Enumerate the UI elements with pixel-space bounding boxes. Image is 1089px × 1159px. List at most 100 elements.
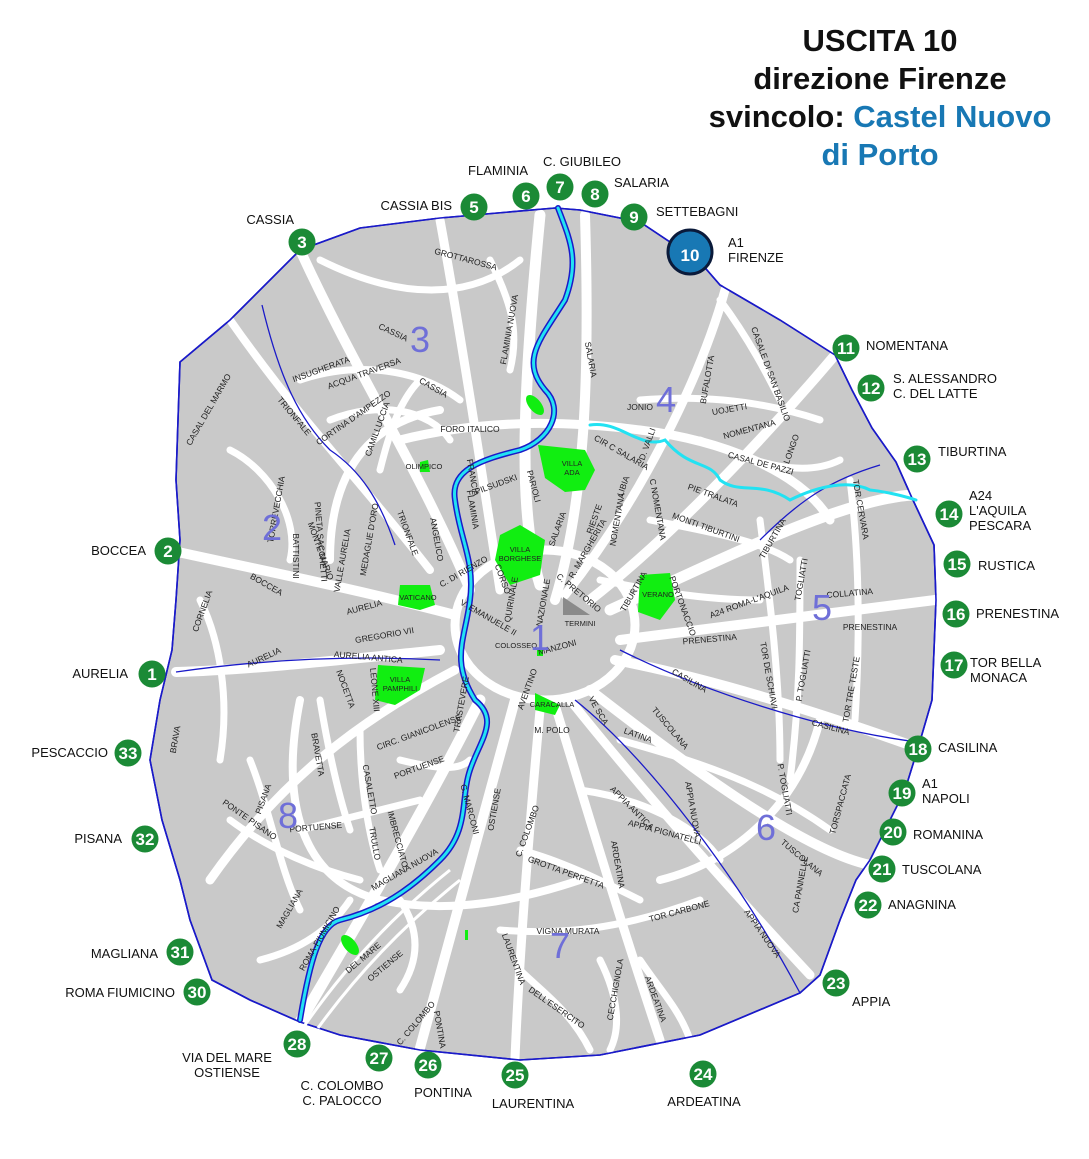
exit-label: L'AQUILA	[969, 503, 1027, 518]
exit-badge	[620, 203, 648, 231]
exit-badge	[903, 445, 931, 473]
map-title: USCITA 10 direzione Firenze svincolo: Ca…	[660, 22, 1089, 174]
exit-badge	[501, 1061, 529, 1089]
park-label: CARACALLA	[530, 700, 575, 709]
exit-number: 21	[873, 860, 892, 879]
exit-label: VIA DEL MARE	[182, 1050, 272, 1065]
district-5: 5	[812, 587, 832, 628]
exit-number: 26	[419, 1056, 438, 1075]
exit-label: PONTINA	[414, 1085, 472, 1100]
exit-number: 23	[827, 974, 846, 993]
exit-number: 20	[884, 823, 903, 842]
exit-number: 32	[136, 830, 155, 849]
exit-badge	[138, 660, 166, 688]
exit-badge	[288, 228, 316, 256]
exit-badge	[666, 228, 714, 276]
park-label: VERANO	[642, 590, 674, 599]
exit-label: S. ALESSANDRO	[893, 371, 997, 386]
exit-number: 13	[908, 450, 927, 469]
exit-label: NOMENTANA	[866, 338, 948, 353]
exit-label: TIBURTINA	[938, 444, 1007, 459]
exit-number: 2	[163, 542, 172, 561]
exit-31: 31 MAGLIANA	[91, 938, 194, 966]
title-prefix: svincolo:	[708, 99, 854, 134]
exit-badge	[832, 334, 860, 362]
exit-number: 28	[288, 1035, 307, 1054]
gra-ring-road	[149, 207, 937, 1061]
exit-label: C. COLOMBO	[300, 1078, 383, 1093]
park-vaticano	[398, 585, 435, 610]
district-7: 7	[550, 925, 570, 966]
district-2: 2	[262, 507, 282, 548]
exit-badge	[888, 779, 916, 807]
park-villa-pamphili	[375, 665, 425, 705]
road-label: LEONE XIII	[368, 667, 382, 712]
exit-badge	[854, 891, 882, 919]
rail-lines	[175, 304, 919, 994]
exit-badge	[940, 651, 968, 679]
exit-badge	[689, 1060, 717, 1088]
exit-badge	[868, 855, 896, 883]
road-label: BRAVA	[168, 725, 183, 754]
exit-number: 19	[893, 784, 912, 803]
exit-badge	[283, 1030, 311, 1058]
exit-badge	[166, 938, 194, 966]
exit-label: A1	[728, 235, 744, 250]
exit-label: PESCACCIO	[31, 745, 108, 760]
exit-number: 17	[945, 656, 964, 675]
exit-label: PESCARA	[969, 518, 1031, 533]
exit-number: 18	[909, 740, 928, 759]
park-small-south	[465, 930, 468, 940]
place-label: TERMINI	[565, 619, 596, 628]
exit-number: 8	[590, 185, 599, 204]
exit-13: 13 TIBURTINA	[903, 444, 1007, 473]
exit-badge	[154, 537, 182, 565]
exit-number: 3	[297, 233, 306, 252]
exit-number: 15	[948, 555, 967, 574]
exit-badge	[131, 825, 159, 853]
exit-number: 11	[837, 339, 855, 358]
exit-badge	[942, 600, 970, 628]
exit-label: BOCCEA	[91, 543, 146, 558]
exit-label: C. DEL LATTE	[893, 386, 978, 401]
park-small-colosseo	[537, 650, 543, 656]
exit-label: ARDEATINA	[667, 1094, 741, 1109]
exit-label: LAURENTINA	[492, 1096, 575, 1111]
ostiense-rail	[303, 868, 461, 1029]
park-label: COLOSSEO	[495, 641, 537, 650]
road-label: M. POLO	[534, 725, 570, 735]
exit-number: 14	[940, 505, 959, 524]
exit-label: APPIA	[852, 994, 891, 1009]
exit-11: 11 NOMENTANA	[832, 334, 948, 362]
park-small-north	[526, 395, 544, 415]
exit-number: 27	[370, 1049, 389, 1068]
exit-number: 24	[694, 1065, 713, 1084]
exit-badge	[414, 1051, 442, 1079]
exit-label: ANAGNINA	[888, 897, 956, 912]
exit-badge	[512, 182, 540, 210]
exit-label: A24	[969, 488, 992, 503]
exit-number: 31	[171, 943, 190, 962]
exit-label: OSTIENSE	[194, 1065, 260, 1080]
exit-number: 25	[506, 1066, 525, 1085]
exit-badge	[943, 550, 971, 578]
exit-number: 1	[147, 665, 156, 684]
exit-label: MAGLIANA	[91, 946, 159, 961]
